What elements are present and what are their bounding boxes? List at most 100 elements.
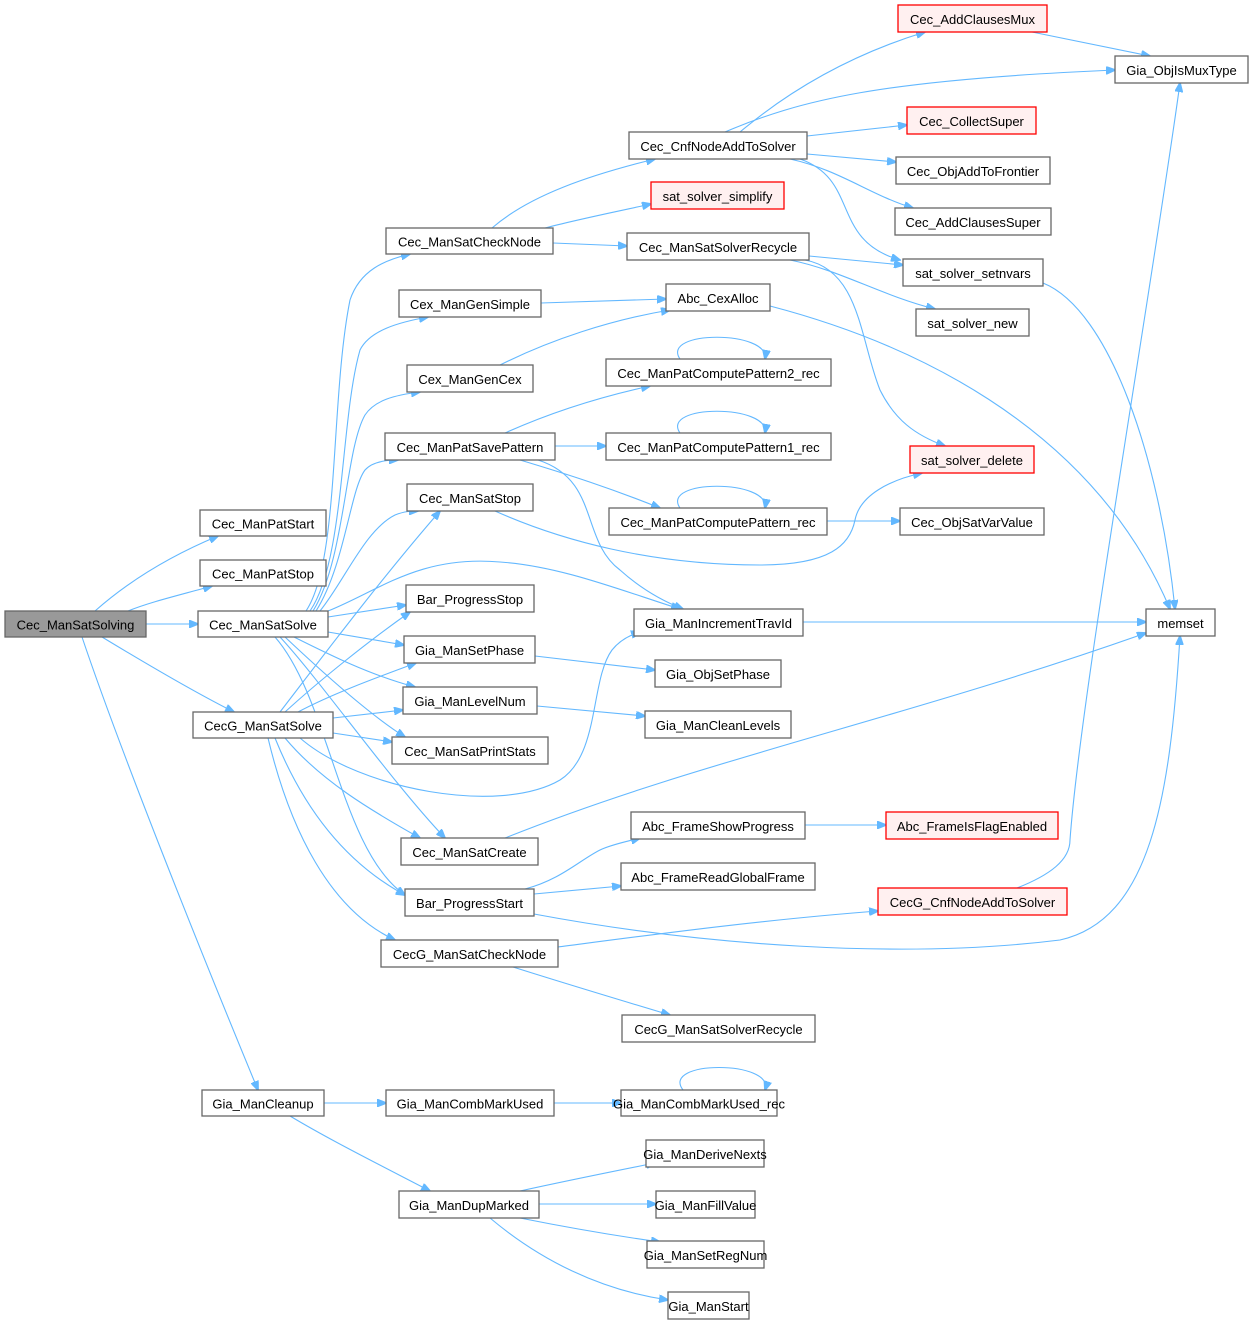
- node-box[interactable]: [650, 181, 785, 210]
- node-box[interactable]: [902, 258, 1044, 287]
- node-cec-addclausesmux[interactable]: Cec_AddClausesMux: [897, 4, 1048, 33]
- node-box[interactable]: [909, 445, 1035, 474]
- node-sat-solver-delete[interactable]: sat_solver_delete: [909, 445, 1035, 474]
- node-cec-mansatprintstats[interactable]: Cec_ManSatPrintStats: [391, 736, 549, 765]
- node-gia-mansetphase[interactable]: Gia_ManSetPhase: [403, 635, 536, 664]
- node-cec-objaddtofrontier[interactable]: Cec_ObjAddToFrontier: [895, 156, 1051, 185]
- node-box[interactable]: [628, 131, 808, 160]
- node-gia-manstart[interactable]: Gia_ManStart: [667, 1291, 750, 1320]
- node-box[interactable]: [608, 507, 828, 536]
- node-box[interactable]: [877, 887, 1068, 916]
- node-box[interactable]: [406, 364, 534, 393]
- node-cec-mansatsolving[interactable]: Cec_ManSatSolving: [4, 610, 147, 638]
- node-box[interactable]: [403, 635, 536, 664]
- node-box[interactable]: [897, 4, 1048, 33]
- node-abc-framereadglobalframe[interactable]: Abc_FrameReadGlobalFrame: [620, 862, 816, 891]
- node-bar-progressstart[interactable]: Bar_ProgressStart: [404, 888, 535, 917]
- node-box[interactable]: [4, 610, 147, 638]
- node-memset[interactable]: memset: [1145, 608, 1216, 637]
- node-cec-objsatvarvalue[interactable]: Cec_ObjSatVarValue: [899, 507, 1045, 536]
- node-gia-mansetregnum[interactable]: Gia_ManSetRegNum: [644, 1240, 768, 1269]
- node-cec-mansatstop[interactable]: Cec_ManSatStop: [406, 483, 534, 512]
- node-sat-solver-new[interactable]: sat_solver_new: [915, 308, 1030, 337]
- node-cec-mansatcreate[interactable]: Cec_ManSatCreate: [400, 837, 539, 866]
- node-cec-mansatchecknode[interactable]: Cec_ManSatCheckNode: [385, 227, 554, 255]
- node-cec-collectsuper[interactable]: Cec_CollectSuper: [906, 106, 1037, 135]
- node-abc-frameisflagenabled[interactable]: Abc_FrameIsFlagEnabled: [885, 811, 1059, 840]
- node-cec-addclausessuper[interactable]: Cec_AddClausesSuper: [894, 207, 1052, 236]
- node-box[interactable]: [895, 156, 1051, 185]
- node-cec-manpatcomputepattern-rec[interactable]: Cec_ManPatComputePattern_rec: [608, 507, 828, 536]
- node-box[interactable]: [1145, 608, 1216, 637]
- node-box[interactable]: [380, 939, 559, 968]
- node-box[interactable]: [644, 710, 792, 739]
- node-cec-manpatcomputepattern1-rec[interactable]: Cec_ManPatComputePattern1_rec: [605, 432, 832, 461]
- node-cec-mansatsolve[interactable]: Cec_ManSatSolve: [197, 610, 329, 638]
- node-cec-manpatsavepattern[interactable]: Cec_ManPatSavePattern: [384, 432, 556, 461]
- node-gia-mandupmarked[interactable]: Gia_ManDupMarked: [398, 1190, 540, 1219]
- node-box[interactable]: [404, 888, 535, 917]
- node-box[interactable]: [621, 1014, 816, 1043]
- node-box[interactable]: [654, 659, 782, 688]
- node-gia-mancombmarkused-rec[interactable]: Gia_ManCombMarkUsed_rec: [613, 1089, 785, 1117]
- node-box[interactable]: [645, 1139, 765, 1168]
- node-box[interactable]: [1114, 55, 1249, 84]
- node-box[interactable]: [199, 509, 327, 537]
- node-sat-solver-simplify[interactable]: sat_solver_simplify: [650, 181, 785, 210]
- node-gia-manincrementtravid[interactable]: Gia_ManIncrementTravId: [633, 608, 804, 637]
- node-gia-manderivenexts[interactable]: Gia_ManDeriveNexts: [643, 1139, 767, 1168]
- node-box[interactable]: [197, 610, 329, 638]
- node-cecg-mansatchecknode[interactable]: CecG_ManSatCheckNode: [380, 939, 559, 968]
- node-abc-frameshowprogress[interactable]: Abc_FrameShowProgress: [630, 811, 806, 840]
- node-box[interactable]: [398, 289, 542, 318]
- node-box[interactable]: [398, 1190, 540, 1219]
- node-box[interactable]: [201, 1089, 325, 1117]
- node-box[interactable]: [626, 232, 810, 261]
- node-box[interactable]: [620, 1089, 778, 1117]
- node-box[interactable]: [605, 358, 832, 387]
- node-bar-progressstop[interactable]: Bar_ProgressStop: [405, 584, 535, 613]
- node-box[interactable]: [199, 559, 327, 587]
- node-box[interactable]: [667, 1291, 750, 1320]
- node-box[interactable]: [894, 207, 1052, 236]
- node-box[interactable]: [906, 106, 1037, 135]
- node-box[interactable]: [385, 1089, 555, 1117]
- node-cecg-mansatsolverrecycle[interactable]: CecG_ManSatSolverRecycle: [621, 1014, 816, 1043]
- node-cec-manpatstart[interactable]: Cec_ManPatStart: [199, 509, 327, 537]
- node-box[interactable]: [630, 811, 806, 840]
- node-box[interactable]: [646, 1240, 765, 1269]
- node-gia-mancombmarkused[interactable]: Gia_ManCombMarkUsed: [385, 1089, 555, 1117]
- node-box[interactable]: [620, 862, 816, 891]
- node-cecg-cnfnodeaddtosolver[interactable]: CecG_CnfNodeAddToSolver: [877, 887, 1068, 916]
- node-gia-manfillvalue[interactable]: Gia_ManFillValue: [655, 1190, 757, 1219]
- node-box[interactable]: [633, 608, 804, 637]
- node-box[interactable]: [384, 432, 556, 461]
- node-box[interactable]: [400, 837, 539, 866]
- node-box[interactable]: [605, 432, 832, 461]
- node-box[interactable]: [665, 283, 771, 312]
- node-cec-mansatsolverrecycle[interactable]: Cec_ManSatSolverRecycle: [626, 232, 810, 261]
- node-box[interactable]: [885, 811, 1059, 840]
- node-box[interactable]: [192, 711, 334, 739]
- node-gia-objsetphase[interactable]: Gia_ObjSetPhase: [654, 659, 782, 688]
- node-sat-solver-setnvars[interactable]: sat_solver_setnvars: [902, 258, 1044, 287]
- node-box[interactable]: [405, 584, 535, 613]
- node-gia-objismuxtype[interactable]: Gia_ObjIsMuxType: [1114, 55, 1249, 84]
- node-cex-mangencex[interactable]: Cex_ManGenCex: [406, 364, 534, 393]
- node-box[interactable]: [899, 507, 1045, 536]
- node-cec-cnfnodeaddtosolver[interactable]: Cec_CnfNodeAddToSolver: [628, 131, 808, 160]
- node-gia-mancleanlevels[interactable]: Gia_ManCleanLevels: [644, 710, 792, 739]
- node-gia-manlevelnum[interactable]: Gia_ManLevelNum: [402, 686, 538, 715]
- node-box[interactable]: [406, 483, 534, 512]
- node-cec-manpatstop[interactable]: Cec_ManPatStop: [199, 559, 327, 587]
- node-gia-mancleanup[interactable]: Gia_ManCleanup: [201, 1089, 325, 1117]
- node-box[interactable]: [391, 736, 549, 765]
- node-abc-cexalloc[interactable]: Abc_CexAlloc: [665, 283, 771, 312]
- node-cex-mangensimple[interactable]: Cex_ManGenSimple: [398, 289, 542, 318]
- node-box[interactable]: [402, 686, 538, 715]
- node-box[interactable]: [385, 227, 554, 255]
- node-box[interactable]: [915, 308, 1030, 337]
- node-box[interactable]: [655, 1190, 756, 1219]
- node-cecg-mansatsolve[interactable]: CecG_ManSatSolve: [192, 711, 334, 739]
- node-cec-manpatcomputepattern2-rec[interactable]: Cec_ManPatComputePattern2_rec: [605, 358, 832, 387]
